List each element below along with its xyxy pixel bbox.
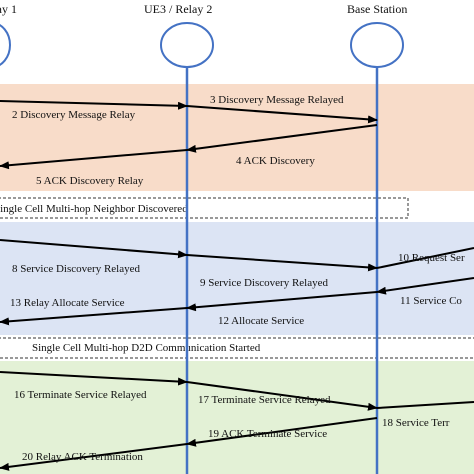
base-station-head	[350, 22, 404, 68]
msg-label-13: 13 Relay Allocate Service	[10, 297, 125, 309]
arrow-msg-12	[186, 291, 378, 312]
msg-label-10: 10 Request Ser	[398, 252, 465, 264]
msg-label-19: 19 ACK Terminate Service	[208, 428, 327, 440]
msg-label-2: 2 Discovery Message Relay	[12, 109, 136, 121]
msg-label-11: 11 Service Co	[400, 295, 462, 307]
arrow-msg-9	[186, 254, 378, 272]
relay1-head	[0, 24, 11, 66]
arrow-msg-8	[0, 239, 188, 259]
banner-neighbor-text: Single Cell Multi-hop Neighbor Discovere…	[0, 203, 188, 215]
msg-label-16: 16 Terminate Service Relayed	[14, 389, 147, 401]
arrow-msg-20	[0, 443, 188, 471]
msg-label-12: 12 Allocate Service	[218, 315, 304, 327]
arrow-msg-5	[0, 149, 188, 170]
base-station-label: Base Station	[347, 2, 407, 16]
ue3-head	[160, 22, 214, 68]
banner-neighbor-box	[0, 197, 409, 219]
msg-label-18: 18 Service Terr	[382, 417, 450, 429]
relay1-label: Relay 1	[0, 2, 17, 16]
arrow-msg-16	[0, 371, 188, 386]
msg-label-8: 8 Service Discovery Relayed	[12, 263, 140, 275]
arrow-msg-4	[186, 124, 378, 153]
msg-label-20: 20 Relay ACK Termination	[22, 451, 143, 463]
banner-d2d-text: Single Cell Multi-hop D2D Communication …	[32, 342, 261, 354]
arrow-msg-18	[376, 401, 474, 409]
banner-d2d-box	[0, 337, 474, 359]
msg-label-5: 5 ACK Discovery Relay	[36, 175, 144, 187]
zone-communication	[0, 361, 474, 474]
arrow-msg-3	[186, 105, 378, 124]
arrow-msg-13	[0, 307, 188, 326]
ue3-label: UE3 / Relay 2	[144, 2, 212, 16]
msg-label-4: 4 ACK Discovery	[236, 155, 315, 167]
msg-label-17: 17 Terminate Service Relayed	[198, 394, 331, 406]
arrow-msg-17	[186, 381, 378, 411]
msg-label-9: 9 Service Discovery Relayed	[200, 277, 328, 289]
arrow-msg-10	[376, 247, 474, 269]
arrow-msg-11	[376, 277, 474, 295]
arrow-msg-19	[186, 417, 378, 447]
arrow-msg-2	[0, 100, 188, 110]
msg-label-3: 3 Discovery Message Relayed	[210, 94, 344, 106]
zone-discovery	[0, 84, 474, 191]
